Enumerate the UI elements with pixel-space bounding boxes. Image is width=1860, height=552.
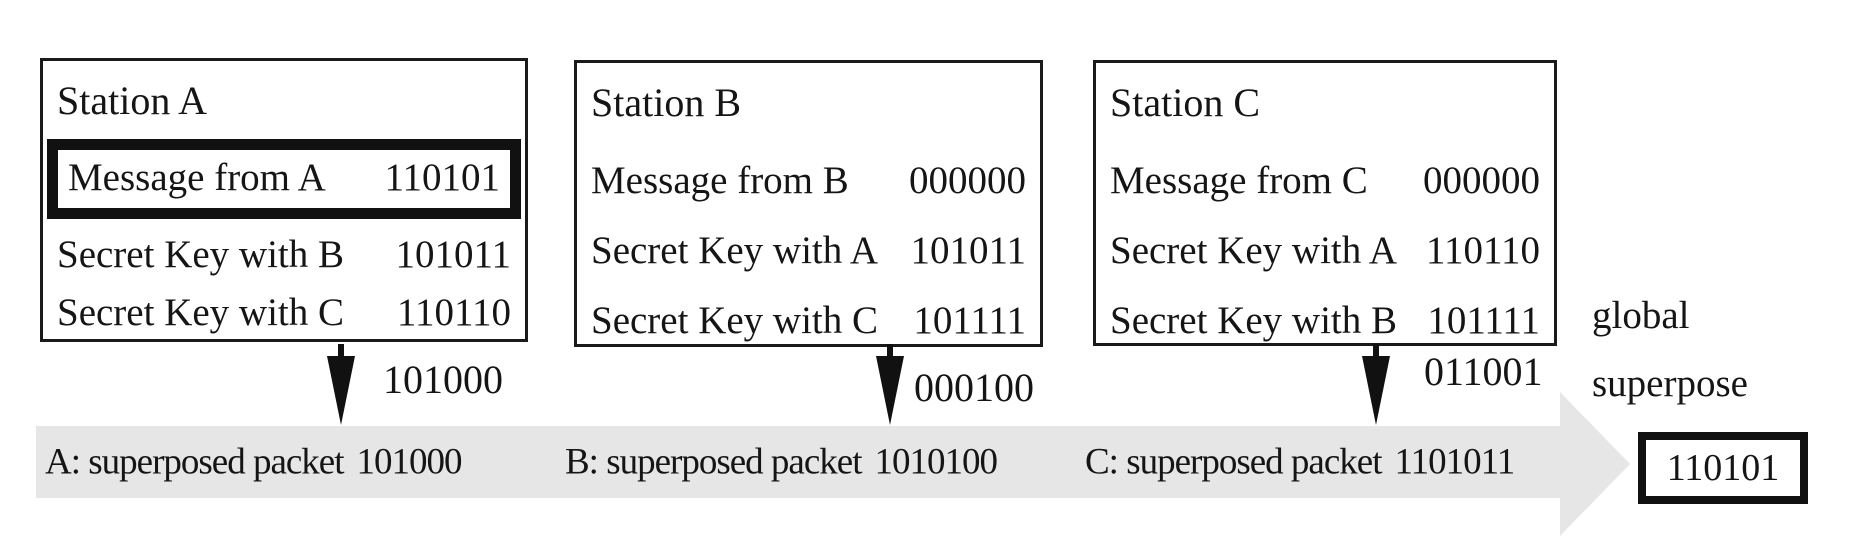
global-superpose-caption: global superpose	[1592, 282, 1748, 418]
down-arrow-icon	[327, 344, 355, 425]
station-a-message-label: Message from A	[68, 156, 326, 199]
station-b-key-a-label: Secret Key with A	[591, 229, 879, 272]
station-a-message-value: 110101	[384, 156, 500, 199]
station-b-key-a-value: 101011	[910, 229, 1026, 272]
station-c-key-row-b: Secret Key with B 101111	[1110, 299, 1540, 343]
global-superpose-result-box: 110101	[1638, 432, 1808, 504]
global-superpose-line1: global	[1592, 294, 1690, 337]
superposed-packet-b-label: B: superposed packet	[565, 441, 862, 483]
station-c-emission: 011001	[1360, 344, 1543, 426]
superposed-packet-c: C: superposed packet 1101011	[1085, 441, 1515, 484]
superposed-packet-a-value: 101000	[356, 441, 463, 483]
station-b-message-label: Message from B	[591, 159, 849, 202]
station-b-key-c-label: Secret Key with C	[591, 299, 879, 342]
down-arrow-icon	[876, 344, 904, 425]
station-b-emission: 000100	[874, 344, 1034, 426]
station-c-title: Station C	[1110, 80, 1261, 125]
station-a-key-b-value: 101011	[395, 233, 511, 276]
global-superpose-line2: superpose	[1592, 362, 1748, 405]
right-arrow-icon	[1560, 392, 1630, 536]
station-c-box: Station C Message from C 000000 Secret K…	[1093, 60, 1557, 346]
station-a-emission: 101000	[325, 344, 503, 426]
station-c-message-value: 000000	[1423, 159, 1540, 202]
station-c-sent-bits: 011001	[1424, 349, 1543, 394]
station-a-key-c-label: Secret Key with C	[57, 291, 345, 334]
station-c-message-label: Message from C	[1110, 159, 1368, 202]
superposed-packet-b-value: 1010100	[874, 441, 997, 483]
station-c-key-b-label: Secret Key with B	[1110, 299, 1398, 342]
station-a-key-c-value: 110110	[396, 291, 511, 334]
shared-channel-band: A: superposed packet 101000 B: superposed…	[36, 426, 1561, 498]
superposed-packet-b: B: superposed packet 1010100	[565, 441, 998, 484]
superposed-packet-a: A: superposed packet 101000	[45, 441, 463, 484]
station-b-message-row: Message from B 000000	[591, 159, 1026, 203]
global-superpose-result-value: 110101	[1666, 447, 1780, 489]
station-b-message-value: 000000	[909, 159, 1026, 202]
station-c-key-b-value: 101111	[1427, 299, 1540, 342]
station-a-sent-bits: 101000	[383, 357, 503, 402]
station-a-message-row: Message from A 110101	[47, 139, 521, 219]
superposed-packet-c-label: C: superposed packet	[1085, 441, 1382, 483]
station-a-title: Station A	[57, 78, 208, 123]
superposed-packet-c-value: 1101011	[1394, 441, 1515, 483]
station-a-key-row-c: Secret Key with C 110110	[57, 291, 511, 335]
station-b-sent-bits: 000100	[914, 365, 1034, 410]
station-c-key-a-label: Secret Key with A	[1110, 229, 1398, 272]
station-a-box: Station A Message from A 110101 Secret K…	[40, 58, 528, 342]
station-b-box: Station B Message from B 000000 Secret K…	[574, 60, 1043, 347]
station-c-message-row: Message from C 000000	[1110, 159, 1540, 203]
superposed-packet-a-label: A: superposed packet	[45, 441, 345, 483]
station-b-key-row-c: Secret Key with C 101111	[591, 299, 1026, 343]
station-a-key-b-label: Secret Key with B	[57, 233, 345, 276]
station-b-title: Station B	[591, 80, 742, 125]
station-c-key-row-a: Secret Key with A 110110	[1110, 229, 1540, 273]
station-b-key-row-a: Secret Key with A 101011	[591, 229, 1026, 273]
station-c-key-a-value: 110110	[1425, 229, 1540, 272]
station-b-key-c-value: 101111	[913, 299, 1026, 342]
station-a-key-row-b: Secret Key with B 101011	[57, 233, 511, 277]
down-arrow-icon	[1362, 344, 1390, 425]
